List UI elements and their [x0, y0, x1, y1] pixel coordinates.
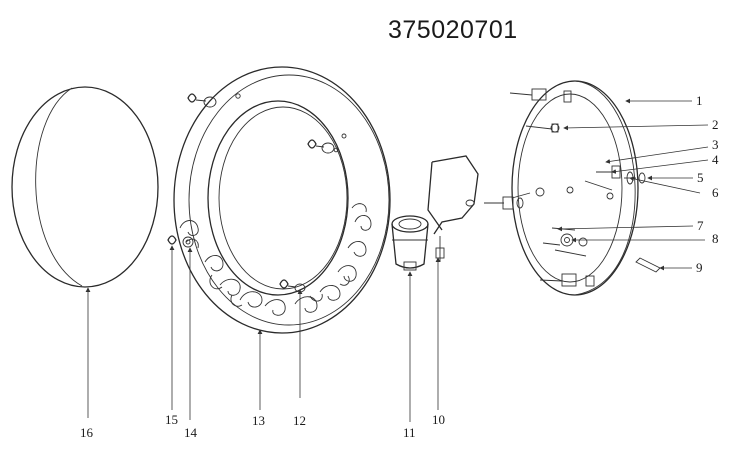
- backplate-part: [511, 80, 639, 296]
- part-label-6: 6: [712, 185, 719, 200]
- part-label-1: 1: [696, 93, 703, 108]
- mounting-bracket-part: [427, 155, 479, 262]
- part-label-12: 12: [293, 413, 306, 428]
- part-label-8: 8: [712, 231, 719, 246]
- part-label-2: 2: [712, 117, 719, 132]
- part-label-14: 14: [184, 425, 197, 440]
- part-label-9: 9: [696, 260, 703, 275]
- frame-screw-15: [167, 235, 194, 248]
- frame-screw-right: [307, 139, 335, 154]
- part-label-4: 4: [712, 152, 719, 167]
- part-label-7: 7: [697, 218, 704, 233]
- part-label-13: 13: [252, 413, 265, 428]
- leader-lines: [85, 98, 709, 422]
- part-label-16: 16: [80, 425, 93, 440]
- lamp-holder-part: [391, 215, 429, 271]
- part-label-15: 15: [165, 412, 178, 427]
- part-label-11: 11: [403, 425, 416, 440]
- part-label-3: 3: [712, 137, 719, 152]
- glass-diffuser-part: [11, 86, 159, 288]
- part-label-5: 5: [697, 170, 704, 185]
- decorative-frame-part: [173, 66, 391, 334]
- diagram-title: 375020701: [388, 16, 518, 44]
- part-label-10: 10: [432, 412, 445, 427]
- frame-screw-top: [187, 93, 217, 108]
